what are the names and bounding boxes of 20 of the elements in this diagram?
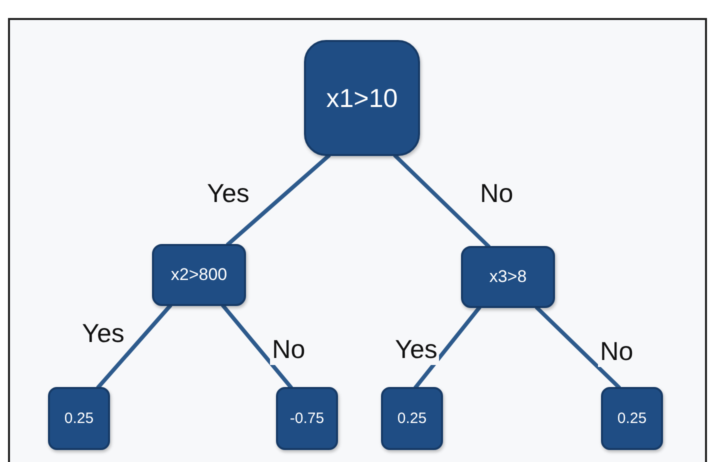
connector-line <box>96 304 172 390</box>
decision-box <box>461 246 555 308</box>
node-text: 0.25 <box>64 410 94 427</box>
node-text: x3>8 <box>489 267 527 287</box>
connector-line <box>226 154 331 246</box>
decision-box <box>48 387 110 450</box>
connector-line <box>414 306 482 390</box>
connector-line <box>393 154 491 248</box>
connector-line <box>534 306 621 390</box>
node-text: -0.75 <box>290 410 324 427</box>
node-text: 0.25 <box>397 410 427 427</box>
decision-box <box>381 387 443 450</box>
decision-box <box>601 387 663 450</box>
decision-box <box>152 244 246 306</box>
decision-box <box>304 40 420 156</box>
node-text: 0.25 <box>617 410 647 427</box>
node-text: x1>10 <box>326 82 398 114</box>
connector-line <box>220 304 294 390</box>
decision-box <box>276 387 338 450</box>
node-text: x2>800 <box>170 265 228 285</box>
